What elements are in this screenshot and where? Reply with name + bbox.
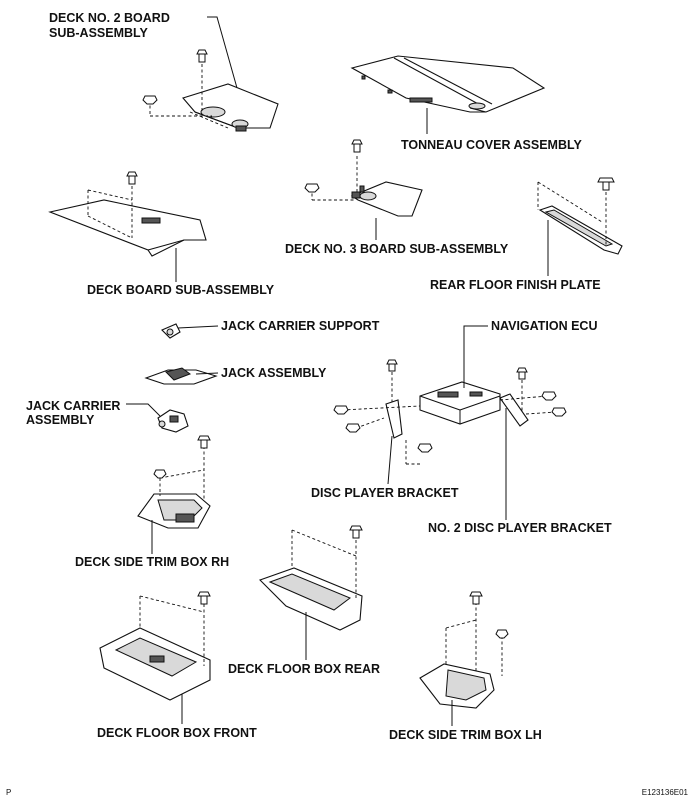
disc-player-bracket-label: DISC PLAYER BRACKET: [311, 435, 459, 500]
label-jack-carrier-support: JACK CARRIER SUPPORT: [221, 319, 380, 333]
label-deck-floor-front: DECK FLOOR BOX FRONT: [97, 726, 257, 740]
label-deck-no3: DECK NO. 3 BOARD SUB-ASSEMBLY: [285, 242, 509, 256]
no2-disc-player-bracket-label: NO. 2 DISC PLAYER BRACKET: [428, 408, 612, 535]
label-tonneau: TONNEAU COVER ASSEMBLY: [401, 138, 582, 152]
label-jack-carrier-line1: JACK CARRIER: [26, 399, 120, 413]
rear-floor-finish-plate-part: [537, 177, 623, 255]
label-no2-disc-player-bracket: NO. 2 DISC PLAYER BRACKET: [428, 521, 612, 535]
tonneau-cover-part: [350, 55, 546, 113]
navigation-ecu-label: NAVIGATION ECU: [463, 319, 597, 388]
deck-no3-board-part: [304, 139, 423, 217]
jack-carrier-support-label: JACK CARRIER SUPPORT: [177, 319, 380, 333]
label-deck-side-trim-rh: DECK SIDE TRIM BOX RH: [75, 555, 229, 569]
label-jack-carrier-line2: ASSEMBLY: [26, 413, 95, 427]
jack-carrier-label: JACK CARRIER ASSEMBLY: [26, 399, 161, 427]
deck-side-trim-rh-part: [137, 435, 211, 529]
jack-carrier-support-part: [161, 323, 181, 339]
deck-board-label: DECK BOARD SUB-ASSEMBLY: [87, 248, 275, 297]
deck-side-trim-rh-label: DECK SIDE TRIM BOX RH: [75, 520, 229, 569]
label-rear-floor: REAR FLOOR FINISH PLATE: [430, 278, 601, 292]
disc-player-bracket-part: [333, 359, 433, 465]
deck-floor-rear-label: DECK FLOOR BOX REAR: [228, 612, 380, 676]
label-deck-no2-line2: SUB-ASSEMBLY: [49, 26, 149, 40]
label-deck-floor-rear: DECK FLOOR BOX REAR: [228, 662, 380, 676]
deck-side-trim-lh-part: [419, 591, 509, 709]
jack-assembly-part: [144, 367, 218, 385]
deck-no2-board-part: [142, 49, 279, 132]
label-deck-side-trim-lh: DECK SIDE TRIM BOX LH: [389, 728, 542, 742]
jack-assembly-label: JACK ASSEMBLY: [195, 366, 327, 380]
navigation-ecu-part: [419, 381, 501, 425]
label-disc-player-bracket: DISC PLAYER BRACKET: [311, 486, 459, 500]
deck-floor-box-rear-part: [258, 525, 363, 631]
rear-floor-label: REAR FLOOR FINISH PLATE: [430, 220, 601, 292]
corner-code-left: P: [6, 788, 11, 797]
label-jack-assembly: JACK ASSEMBLY: [221, 366, 327, 380]
label-deck-no2-line1: DECK NO. 2 BOARD: [49, 11, 170, 25]
deck-floor-front-label: DECK FLOOR BOX FRONT: [97, 694, 257, 740]
jack-carrier-assembly-part: [157, 409, 189, 433]
tonneau-label: TONNEAU COVER ASSEMBLY: [401, 108, 582, 152]
label-deck-board: DECK BOARD SUB-ASSEMBLY: [87, 283, 275, 297]
deck-board-part: [48, 171, 207, 257]
deck-no2-board-label: DECK NO. 2 BOARD SUB-ASSEMBLY: [49, 11, 238, 89]
deck-no3-label: DECK NO. 3 BOARD SUB-ASSEMBLY: [285, 218, 509, 256]
corner-code-right: E123136E01: [642, 788, 689, 797]
no2-disc-player-bracket-part: [499, 367, 567, 427]
label-navigation-ecu: NAVIGATION ECU: [491, 319, 597, 333]
deck-floor-box-front-part: [99, 591, 211, 701]
deck-side-trim-lh-label: DECK SIDE TRIM BOX LH: [389, 700, 542, 742]
